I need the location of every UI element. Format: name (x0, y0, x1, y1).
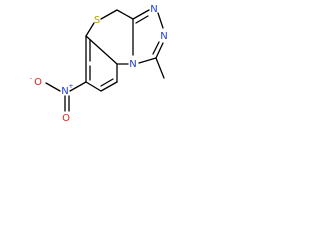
bond-c5-c6 (100, 81, 118, 92)
bond-n2-c1-inner (152, 41, 160, 55)
atom-n-ring-fusion: N (129, 59, 136, 70)
bond-c7-nno2 (69, 81, 87, 92)
bond-ch2-c3a (116, 9, 134, 20)
bond-n2-c1 (155, 42, 164, 59)
atom-n-nitro: N (61, 86, 68, 97)
atom-o-nitro-top: O (34, 77, 42, 88)
molecule-structure: S N N N N + O - O (30, 4, 168, 124)
atom-n-triazole-top: N (150, 4, 157, 15)
atom-o-nitro-bottom: O (62, 113, 70, 124)
bond-c1-n4 (138, 57, 157, 64)
structure-canvas: S N N N N + O - O (0, 0, 197, 144)
bond-c8a-c4a (85, 35, 118, 65)
bond-s-c8a (85, 22, 95, 37)
bond-n3-n2 (157, 12, 164, 29)
bond-c5-c6-inner (100, 78, 114, 87)
atom-n-triazole-right: N (160, 31, 167, 42)
charge-o-nitro-top: - (30, 74, 33, 82)
bond-s-ch2 (100, 9, 118, 20)
atom-sulfur: S (94, 15, 100, 26)
bond-c3a-n3 (132, 9, 150, 20)
charge-n-nitro: + (68, 82, 73, 90)
bond-c1-methyl (155, 57, 165, 79)
bond-c3a-n3-inner (135, 15, 149, 24)
bond-c6-c7 (85, 81, 102, 92)
bond-nno2-o-top (45, 82, 61, 92)
